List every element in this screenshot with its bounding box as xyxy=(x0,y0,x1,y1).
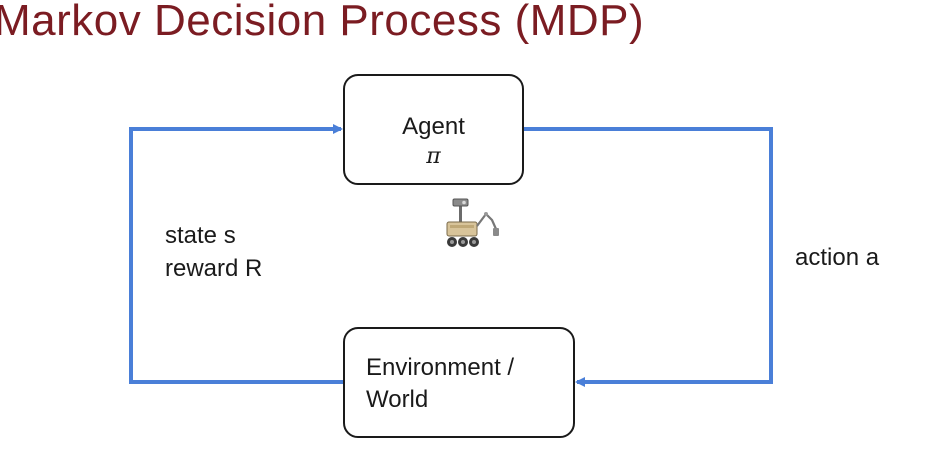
robot-rover-icon xyxy=(446,198,499,247)
action-arrow xyxy=(524,127,773,387)
environment-box: Environment / World xyxy=(343,327,575,438)
action-label: action a xyxy=(795,244,880,271)
reward-label: reward R xyxy=(165,255,263,282)
page-title: Markov Decision Process (MDP) xyxy=(0,0,645,45)
environment-label-line2: World xyxy=(366,386,429,413)
state-reward-arrow xyxy=(129,124,343,384)
agent-box: Agent π xyxy=(343,74,524,185)
policy-symbol: π xyxy=(426,144,441,169)
state-label: state s xyxy=(165,222,236,249)
agent-label: Agent xyxy=(402,113,465,140)
environment-label-line1: Environment / xyxy=(366,354,515,381)
